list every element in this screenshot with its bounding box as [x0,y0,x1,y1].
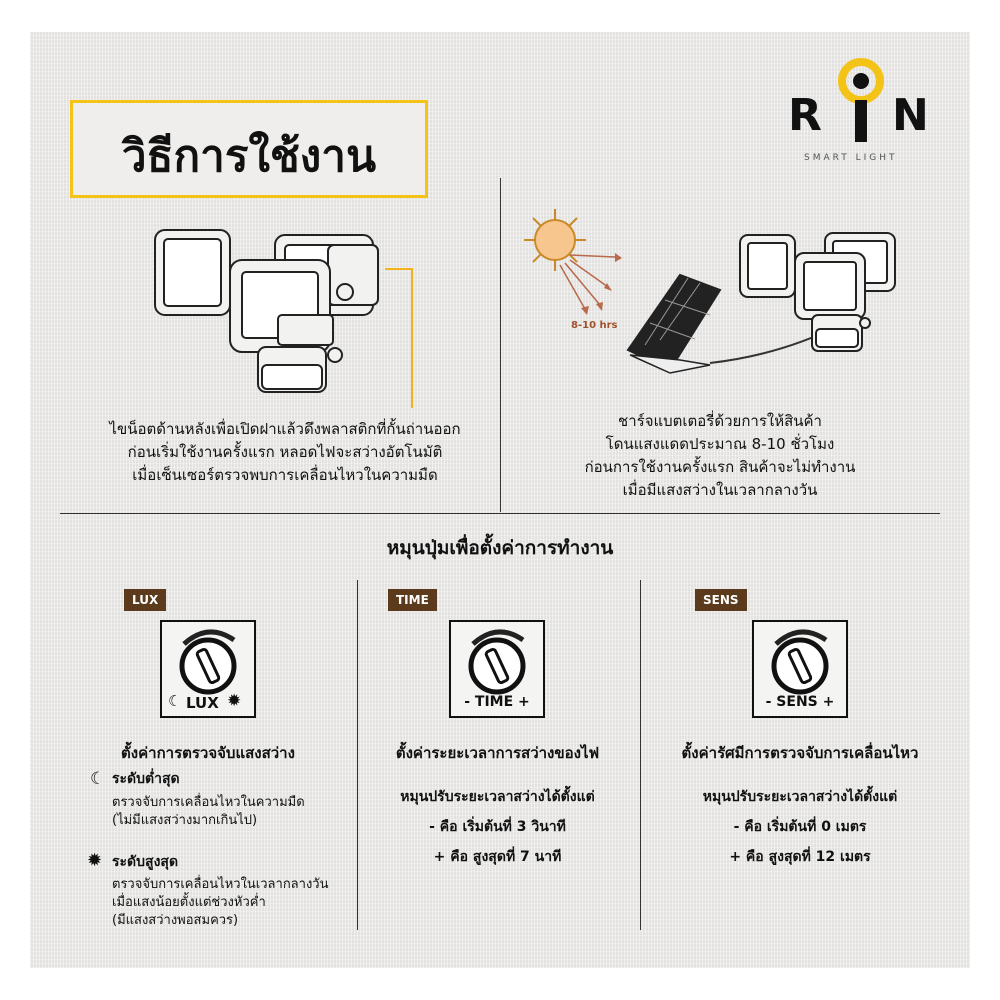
logo-subtitle: SMART LIGHT [804,153,898,163]
left-line-2: ก่อนเริ่มใช้งานครั้งแรก หลอดไฟจะสว่างอัต… [127,443,443,461]
lux-low-line-1: ตรวจจับการเคลื่อนไหวในความมืด [112,795,305,810]
bulb-icon [838,58,884,142]
title-box: วิธีการใช้งาน [70,100,428,198]
sun-icon: ✹ [87,850,103,871]
time-dial: - TIME + [449,620,545,718]
left-instructions: ไขน็อตด้านหลังเพื่อเปิดฝาแล้วดึงพลาสติกท… [70,418,500,487]
page-title: วิธีการใช้งาน [121,131,377,182]
time-dial-label: - TIME + [464,694,530,710]
col-divider-2 [640,580,641,930]
lux-low-line-2: (ไม่มีแสงสว่างมากเกินไป) [112,813,258,828]
time-line-2: - คือ เริ่มต้นที่ 3 วินาที [429,819,566,835]
sens-details: หมุนปรับระยะเวลาสว่างได้ตั้งแต่ - คือ เร… [665,782,935,872]
leader-line-v [411,268,413,408]
solar-illustration [524,209,896,374]
right-line-3: ก่อนการใช้งานครั้งแรก สินค้าจะไม่ทำงาน [584,458,856,476]
sens-dial-label: - SENS + [765,694,835,710]
lux-high-line-3: (มีแสงสว่างพอสมควร) [112,913,239,928]
time-details: หมุนปรับระยะเวลาสว่างได้ตั้งแต่ - คือ เร… [370,782,625,872]
sun-hours-label: 8-10 hrs [571,320,618,331]
right-line-4: เมื่อมีแสงสว่างในเวลากลางวัน [622,481,818,499]
right-line-2: โดนแสงแดดประมาณ 8-10 ชั่วโมง [605,435,835,453]
right-instructions: ชาร์จแบตเตอรี่ด้วยการให้สินค้า โดนแสงแดด… [520,410,920,502]
lux-low-title: ระดับต่ำสุด [112,771,180,787]
middle-divider [60,513,940,514]
lux-high-title: ระดับสูงสุด [112,854,179,870]
col-divider-1 [357,580,358,930]
logo-letter-r: R [788,90,822,141]
left-line-3: เมื่อเซ็นเซอร์ตรวจพบการเคลื่อนไหวในความม… [132,466,438,484]
floodlight-illustration [154,229,379,393]
leader-line-h [385,268,413,270]
dial-knob-icon [468,629,526,695]
time-line-3: + คือ สูงสุดที่ 7 นาที [433,849,562,865]
time-line-1: หมุนปรับระยะเวลาสว่างได้ตั้งแต่ [400,789,595,805]
dial-knob-icon [771,629,829,695]
lux-dial-label: LUX [186,694,219,712]
lux-tag: LUX [124,589,167,611]
brand-logo: R N SMART LIGHT [788,56,948,166]
sens-line-3: + คือ สูงสุดที่ 12 เมตร [729,849,871,865]
sens-tag: SENS [695,589,747,611]
right-line-1: ชาร์จแบตเตอรี่ด้วยการให้สินค้า [618,412,822,430]
left-line-1: ไขน็อตด้านหลังเพื่อเปิดฝาแล้วดึงพลาสติกท… [109,420,461,438]
settings-title: หมุนปุ่มเพื่อตั้งค่าการทำงาน [386,537,614,559]
lux-high-line-1: ตรวจจับการเคลื่อนไหวในเวลากลางวัน [112,877,329,892]
time-tag: TIME [388,589,437,611]
top-divider-vertical [500,178,501,512]
time-heading: ตั้งค่าระยะเวลาการสว่างของไฟ [395,744,600,762]
lux-high-line-2: เมื่อแสงน้อยตั้งแต่ช่วงหัวค่ำ [112,895,266,910]
lux-dial: ☾ LUX ✹ [160,620,256,718]
sens-dial: - SENS + [752,620,848,718]
sun-icon: ✹ [227,691,242,711]
logo-letter-n: N [892,90,929,141]
sens-line-1: หมุนปรับระยะเวลาสว่างได้ตั้งแต่ [702,789,898,805]
dial-knob-icon [179,629,237,695]
moon-icon: ☾ [168,692,182,710]
lux-heading: ตั้งค่าการตรวจจับแสงสว่าง [121,744,295,762]
sens-heading: ตั้งค่ารัศมีการตรวจจับการเคลื่อนไหว [681,744,919,762]
sens-line-2: - คือ เริ่มต้นที่ 0 เมตร [733,819,867,835]
moon-icon: ☾ [90,769,106,789]
